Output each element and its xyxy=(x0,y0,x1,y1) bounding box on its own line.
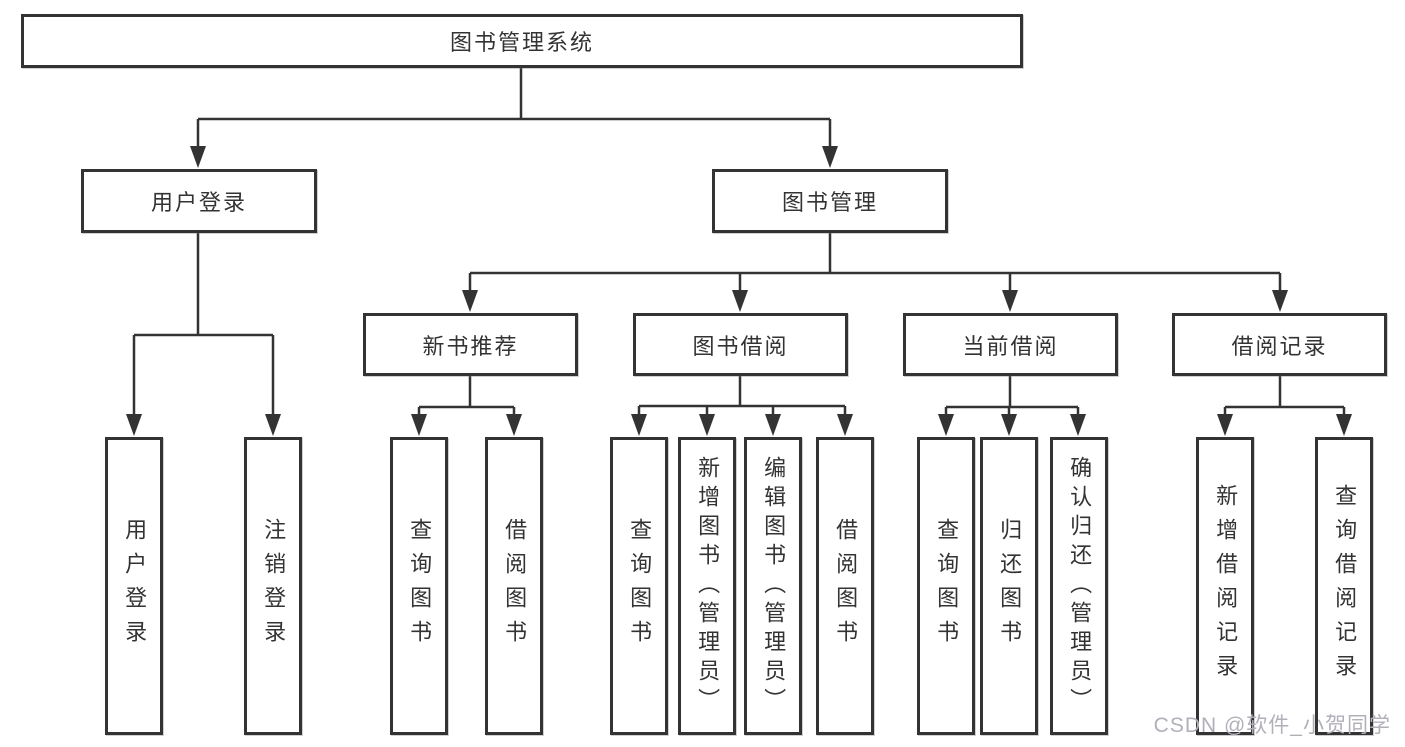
leaf-confirm-return-admin: 确认归还（管理员） xyxy=(1050,437,1108,735)
node-label: 图书管理 xyxy=(781,190,878,215)
arrow-down-icon xyxy=(506,414,522,436)
leaf-query-borrow-record: 查询借阅记录 xyxy=(1315,437,1373,735)
leaf-query-books-recommend: 查询图书 xyxy=(390,437,448,735)
node-book-management: 图书管理 xyxy=(712,169,948,233)
node-label: 借阅记录 xyxy=(1231,333,1328,359)
arrow-down-icon xyxy=(631,414,647,436)
arrow-down-icon xyxy=(1070,414,1086,436)
csdn-watermark: CSDN @软件_小贺同学 xyxy=(1153,714,1391,737)
leaf-add-borrow-record: 新增借阅记录 xyxy=(1196,437,1254,735)
node-label: 用户登录 xyxy=(150,190,247,215)
leaf-label: 查询借阅记录 xyxy=(1332,484,1358,688)
leaf-label: 查询图书 xyxy=(407,518,433,654)
leaf-add-books-admin: 新增图书（管理员） xyxy=(678,437,736,735)
leaf-label: 新增借阅记录 xyxy=(1213,484,1239,688)
leaf-user-login: 用户登录 xyxy=(105,437,163,735)
arrow-down-icon xyxy=(265,414,281,436)
arrow-down-icon xyxy=(765,414,781,436)
arrow-down-icon xyxy=(732,290,748,312)
leaf-label: 注销登录 xyxy=(261,518,287,654)
arrow-down-icon xyxy=(822,146,838,168)
leaf-label: 归还图书 xyxy=(997,518,1023,654)
node-current-borrowing: 当前借阅 xyxy=(903,313,1118,376)
arrow-down-icon xyxy=(837,414,853,436)
node-label: 图书借阅 xyxy=(692,333,789,359)
arrow-down-icon xyxy=(1217,414,1233,436)
leaf-label: 查询图书 xyxy=(934,518,960,654)
arrow-down-icon xyxy=(938,414,954,436)
node-new-book-recommendation: 新书推荐 xyxy=(363,313,578,376)
leaf-borrow-books-borrowing: 借阅图书 xyxy=(816,437,874,735)
arrow-down-icon xyxy=(462,290,478,312)
node-user-login: 用户登录 xyxy=(81,169,317,233)
leaf-label: 查询图书 xyxy=(627,518,653,654)
leaf-borrow-books-recommend: 借阅图书 xyxy=(485,437,543,735)
leaf-label: 编辑图书（管理员） xyxy=(761,455,787,717)
node-label: 新书推荐 xyxy=(422,333,519,359)
node-label: 当前借阅 xyxy=(962,333,1059,359)
leaf-query-books-borrowing: 查询图书 xyxy=(610,437,668,735)
leaf-logout: 注销登录 xyxy=(244,437,302,735)
node-label: 图书管理系统 xyxy=(449,30,594,55)
leaf-label: 用户登录 xyxy=(122,518,148,654)
leaf-edit-books-admin: 编辑图书（管理员） xyxy=(744,437,802,735)
leaf-label: 确认归还（管理员） xyxy=(1067,455,1093,717)
leaf-label: 借阅图书 xyxy=(833,518,859,654)
node-library-management-system: 图书管理系统 xyxy=(21,14,1023,68)
arrow-down-icon xyxy=(1001,414,1017,436)
node-borrowing-records: 借阅记录 xyxy=(1172,313,1387,376)
leaf-return-books: 归还图书 xyxy=(980,437,1038,735)
node-book-borrowing: 图书借阅 xyxy=(633,313,848,376)
arrowheads xyxy=(126,146,1352,436)
leaf-label: 新增图书（管理员） xyxy=(695,455,721,717)
arrow-down-icon xyxy=(1002,290,1018,312)
arrow-down-icon xyxy=(411,414,427,436)
arrow-down-icon xyxy=(126,414,142,436)
arrow-down-icon xyxy=(1272,290,1288,312)
leaf-label: 借阅图书 xyxy=(502,518,528,654)
arrow-down-icon xyxy=(699,414,715,436)
leaf-query-books-current: 查询图书 xyxy=(917,437,975,735)
arrow-down-icon xyxy=(190,146,206,168)
arrow-down-icon xyxy=(1336,414,1352,436)
